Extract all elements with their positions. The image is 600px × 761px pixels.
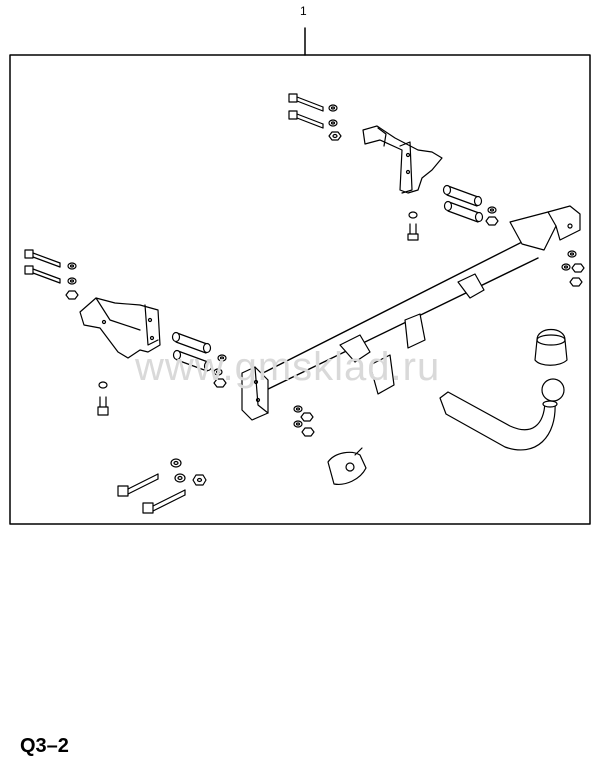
bracket-right [362, 125, 443, 194]
bracket-left [79, 297, 161, 359]
nut-beam-end [569, 263, 585, 287]
washer-right-upper [485, 206, 499, 226]
spacer-tube-right-2 [443, 200, 484, 223]
bolt-top-2 [288, 110, 324, 129]
spacer-tube-right-1 [442, 184, 483, 207]
washer-beam-end [561, 250, 577, 271]
bolt-left-2 [24, 265, 61, 284]
small-bolt-left [97, 381, 109, 416]
washer-top [328, 104, 338, 127]
washer-left-beam [213, 354, 227, 388]
washer-left [67, 262, 77, 285]
washer-beam-mid [293, 405, 303, 428]
bolt-top-1 [288, 93, 324, 112]
tow-ball-neck [439, 378, 565, 451]
spacer-tube-left-2 [172, 349, 213, 372]
cross-beam [241, 205, 581, 421]
callout-number: 1 [300, 4, 307, 18]
diagram-frame [9, 54, 591, 525]
bolt-left-1 [24, 249, 61, 268]
nut-bottom [192, 474, 207, 486]
page-code: Q3–2 [20, 735, 69, 757]
nut-top [328, 131, 342, 141]
washer-bottom [170, 458, 186, 483]
bolt-bottom-2 [142, 489, 186, 514]
bolt-bottom-1 [117, 473, 159, 497]
socket-plate [327, 447, 367, 485]
nut-left [65, 290, 79, 300]
small-bolt-center [407, 211, 419, 241]
tow-ball-cap [534, 328, 568, 366]
nut-beam-mid [300, 412, 315, 437]
spacer-tube-left-1 [171, 331, 212, 354]
